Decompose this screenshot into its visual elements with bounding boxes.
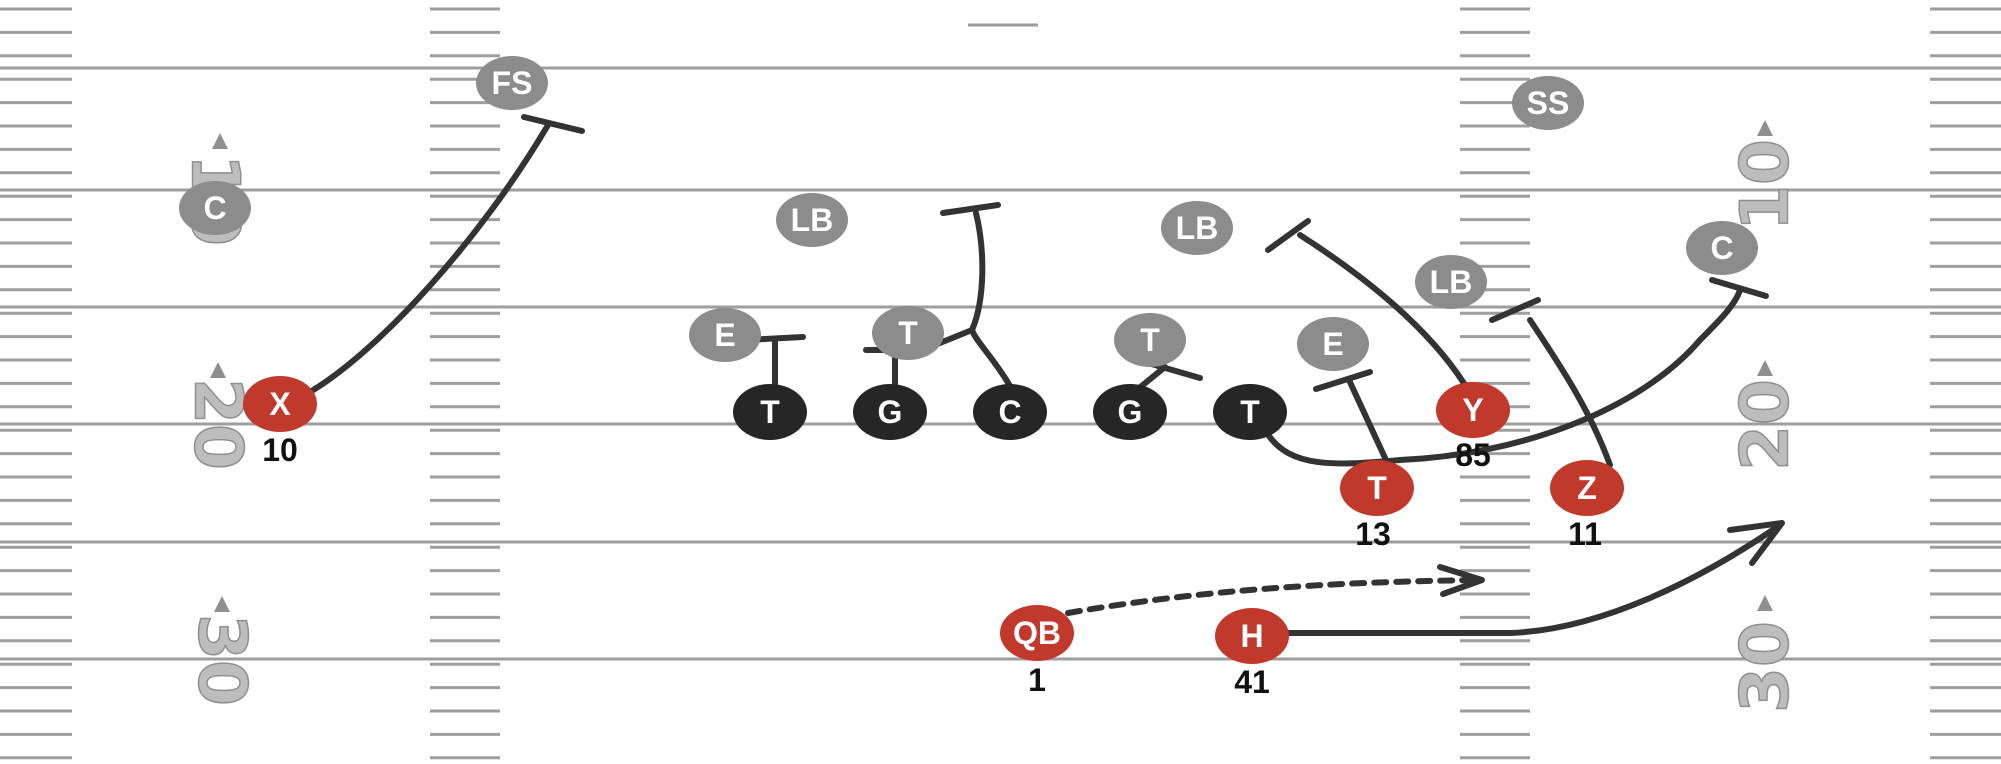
svg-text:LB: LB — [1176, 210, 1219, 246]
yard-number-left-20: 20 — [179, 377, 258, 470]
svg-text:13: 13 — [1355, 516, 1391, 552]
t-block — [1346, 377, 1389, 463]
svg-text:C: C — [998, 394, 1021, 430]
svg-text:41: 41 — [1234, 664, 1270, 700]
yard-arrow-icon — [214, 596, 230, 612]
field-markings — [0, 7, 2001, 760]
c-block-bar — [940, 202, 1001, 216]
svg-text:20: 20 — [180, 378, 257, 470]
yard-number-right-30: 30 — [1726, 620, 1805, 713]
offense-x-receiver: X 10 — [243, 376, 317, 468]
t-block-bar — [1313, 369, 1373, 392]
yard-number-left-30: 30 — [183, 613, 262, 706]
svg-text:30: 30 — [1727, 621, 1804, 713]
svg-text:FS: FS — [492, 65, 533, 101]
defender-ss: SS — [1512, 76, 1584, 130]
rt-block-bar — [1709, 277, 1769, 299]
offense-y-tight-end: Y 85 — [1436, 382, 1510, 473]
yard-number-right-10: 10 — [1726, 138, 1805, 231]
svg-text:T: T — [1140, 322, 1160, 358]
svg-text:20: 20 — [1727, 379, 1804, 471]
svg-text:X: X — [269, 386, 291, 422]
svg-text:T: T — [1240, 394, 1260, 430]
svg-text:C: C — [203, 190, 226, 226]
c-route-up — [932, 210, 986, 348]
svg-text:85: 85 — [1455, 437, 1491, 473]
svg-text:LB: LB — [1430, 264, 1473, 300]
svg-text:11: 11 — [1568, 516, 1602, 552]
y-route — [1297, 232, 1468, 388]
qb-throw — [1065, 577, 1483, 616]
defender-linebacker-3: LB — [1415, 255, 1487, 309]
svg-text:T: T — [760, 394, 780, 430]
svg-text:T: T — [898, 315, 918, 351]
y-block-bar — [1265, 218, 1311, 253]
svg-text:Z: Z — [1577, 470, 1597, 506]
z-route — [1527, 317, 1613, 468]
svg-text:E: E — [714, 317, 735, 353]
offense-quarterback: QB 1 — [1000, 605, 1074, 698]
svg-text:30: 30 — [184, 614, 261, 706]
svg-text:T: T — [1367, 470, 1387, 506]
z-block-bar — [1489, 297, 1541, 323]
defense: FS SS C C LB LB LB E — [179, 56, 1758, 371]
offense-center: C — [973, 384, 1047, 440]
svg-text:G: G — [878, 394, 903, 430]
defender-linebacker-2: LB — [1161, 201, 1233, 255]
defender-tackle-left: T — [872, 306, 944, 360]
svg-text:1: 1 — [1028, 662, 1046, 698]
svg-text:Y: Y — [1462, 392, 1483, 428]
offense: X 10 T G C G T Y 85 T — [243, 376, 1624, 700]
rt-route — [1264, 287, 1743, 467]
h-route — [1282, 522, 1783, 636]
svg-text:10: 10 — [1727, 139, 1804, 231]
yard-arrow-icon — [1757, 595, 1773, 611]
defender-corner-right: C — [1686, 221, 1758, 275]
defender-linebacker-1: LB — [776, 193, 848, 247]
offense-z-receiver: Z 11 — [1550, 460, 1624, 552]
x-block-bar — [521, 114, 585, 134]
svg-text:10: 10 — [262, 432, 298, 468]
defender-tackle-right: T — [1114, 313, 1186, 367]
svg-text:H: H — [1240, 618, 1263, 654]
offense-t-receiver: T 13 — [1340, 460, 1414, 552]
offense-right-tackle: T — [1213, 384, 1287, 440]
x-route — [307, 122, 551, 395]
offense-left-guard: G — [853, 384, 927, 440]
svg-text:LB: LB — [791, 202, 834, 238]
offense-h-back: H 41 — [1215, 608, 1289, 700]
svg-text:SS: SS — [1527, 85, 1570, 121]
yard-arrow-icon — [1757, 360, 1773, 376]
svg-text:E: E — [1322, 326, 1343, 362]
svg-text:G: G — [1118, 394, 1143, 430]
svg-text:C: C — [1710, 230, 1733, 266]
offense-left-tackle: T — [733, 384, 807, 440]
qb-throw-arrowhead — [1437, 564, 1485, 597]
h-route-arrowhead — [1727, 520, 1785, 566]
yard-arrow-icon — [210, 362, 226, 378]
defender-corner-left: C — [179, 181, 251, 235]
svg-text:QB: QB — [1013, 615, 1061, 651]
yard-arrow-icon — [212, 133, 228, 149]
c-route — [969, 327, 1013, 389]
offense-right-guard: G — [1093, 384, 1167, 440]
yard-arrow-icon — [1757, 120, 1773, 136]
defender-end-right: E — [1297, 317, 1369, 371]
defender-fs: FS — [476, 56, 548, 110]
routes — [307, 114, 1785, 636]
defender-end-left: E — [689, 308, 761, 362]
yard-number-right-20: 20 — [1726, 378, 1805, 471]
